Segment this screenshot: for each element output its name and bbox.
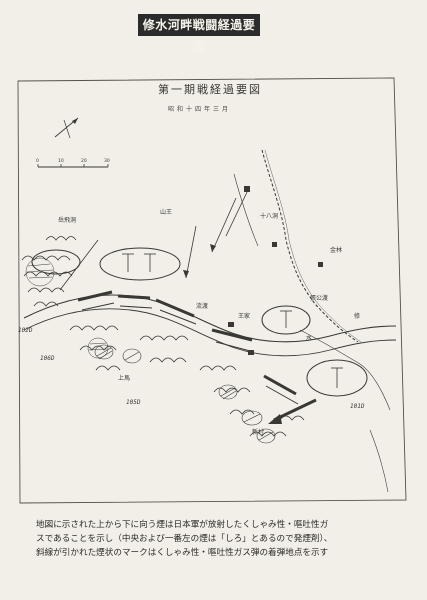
place-label: 山王 <box>160 208 172 216</box>
front-lines-thin <box>81 302 299 405</box>
place-label: 上馬 <box>118 374 130 382</box>
scale-label: 10 <box>58 158 64 164</box>
place-label: 水 <box>306 334 312 342</box>
arrow-head-icon <box>210 244 216 252</box>
hill-hatched <box>25 257 109 359</box>
scale-bar: 0 10 20 30 <box>36 158 110 168</box>
scale-label: 30 <box>104 158 110 164</box>
caption-line: スであることを示し（中央および一番左の煙は「しろ」とあるので発煙剤）、 <box>36 534 333 544</box>
railway-line <box>264 149 362 343</box>
caption: 地図に示された上から下に向う煙は日本軍が放射したくしゃみ性・嘔吐性ガ スであるこ… <box>36 518 396 560</box>
roads <box>233 173 391 493</box>
map-frame <box>17 77 407 504</box>
division-label: 105D <box>126 399 141 406</box>
unit-flags <box>122 253 343 388</box>
place-label: 新村 <box>252 428 264 436</box>
force-positions <box>31 247 368 397</box>
railway-line <box>261 149 359 343</box>
caption-line: 地図に示された上から下に向う煙は日本軍が放射したくしゃみ性・嘔吐性ガ <box>36 520 329 530</box>
river <box>23 294 397 343</box>
place-label: 王家 <box>238 312 250 320</box>
gas-impact-marks <box>94 344 276 444</box>
map-header-sub: 昭和十四年三月 <box>168 105 231 113</box>
place-label: 十八洞 <box>260 212 278 220</box>
place-label: 修 <box>354 312 360 320</box>
arrow-head-icon <box>183 270 189 278</box>
front-lines <box>77 290 297 396</box>
place-label: 金林 <box>330 246 342 254</box>
hills <box>21 236 305 437</box>
scale-label: 20 <box>81 158 87 164</box>
attack-arrow <box>273 398 317 422</box>
arrow-head-icon <box>268 414 282 424</box>
village-markers <box>228 186 323 355</box>
place-label: 張公渡 <box>310 294 328 302</box>
river <box>23 308 397 357</box>
scale-label: 0 <box>36 158 39 164</box>
page-title: 修水河畔戦闘経過要図 <box>138 14 260 54</box>
division-label: 106D <box>40 355 55 362</box>
gas-arrows <box>59 189 249 291</box>
place-label: 岳飛洞 <box>58 216 76 224</box>
north-arrow-icon <box>54 117 79 139</box>
division-label: 102D <box>18 327 33 334</box>
place-label: 流渡 <box>196 302 208 310</box>
division-label: 101D <box>350 403 365 410</box>
map-header: 第一期戦経過要図 <box>158 82 262 96</box>
caption-line: 斜線が引かれた煙状のマークはくしゃみ性・嘔吐性ガス弾の着弾地点を示す <box>36 548 329 558</box>
